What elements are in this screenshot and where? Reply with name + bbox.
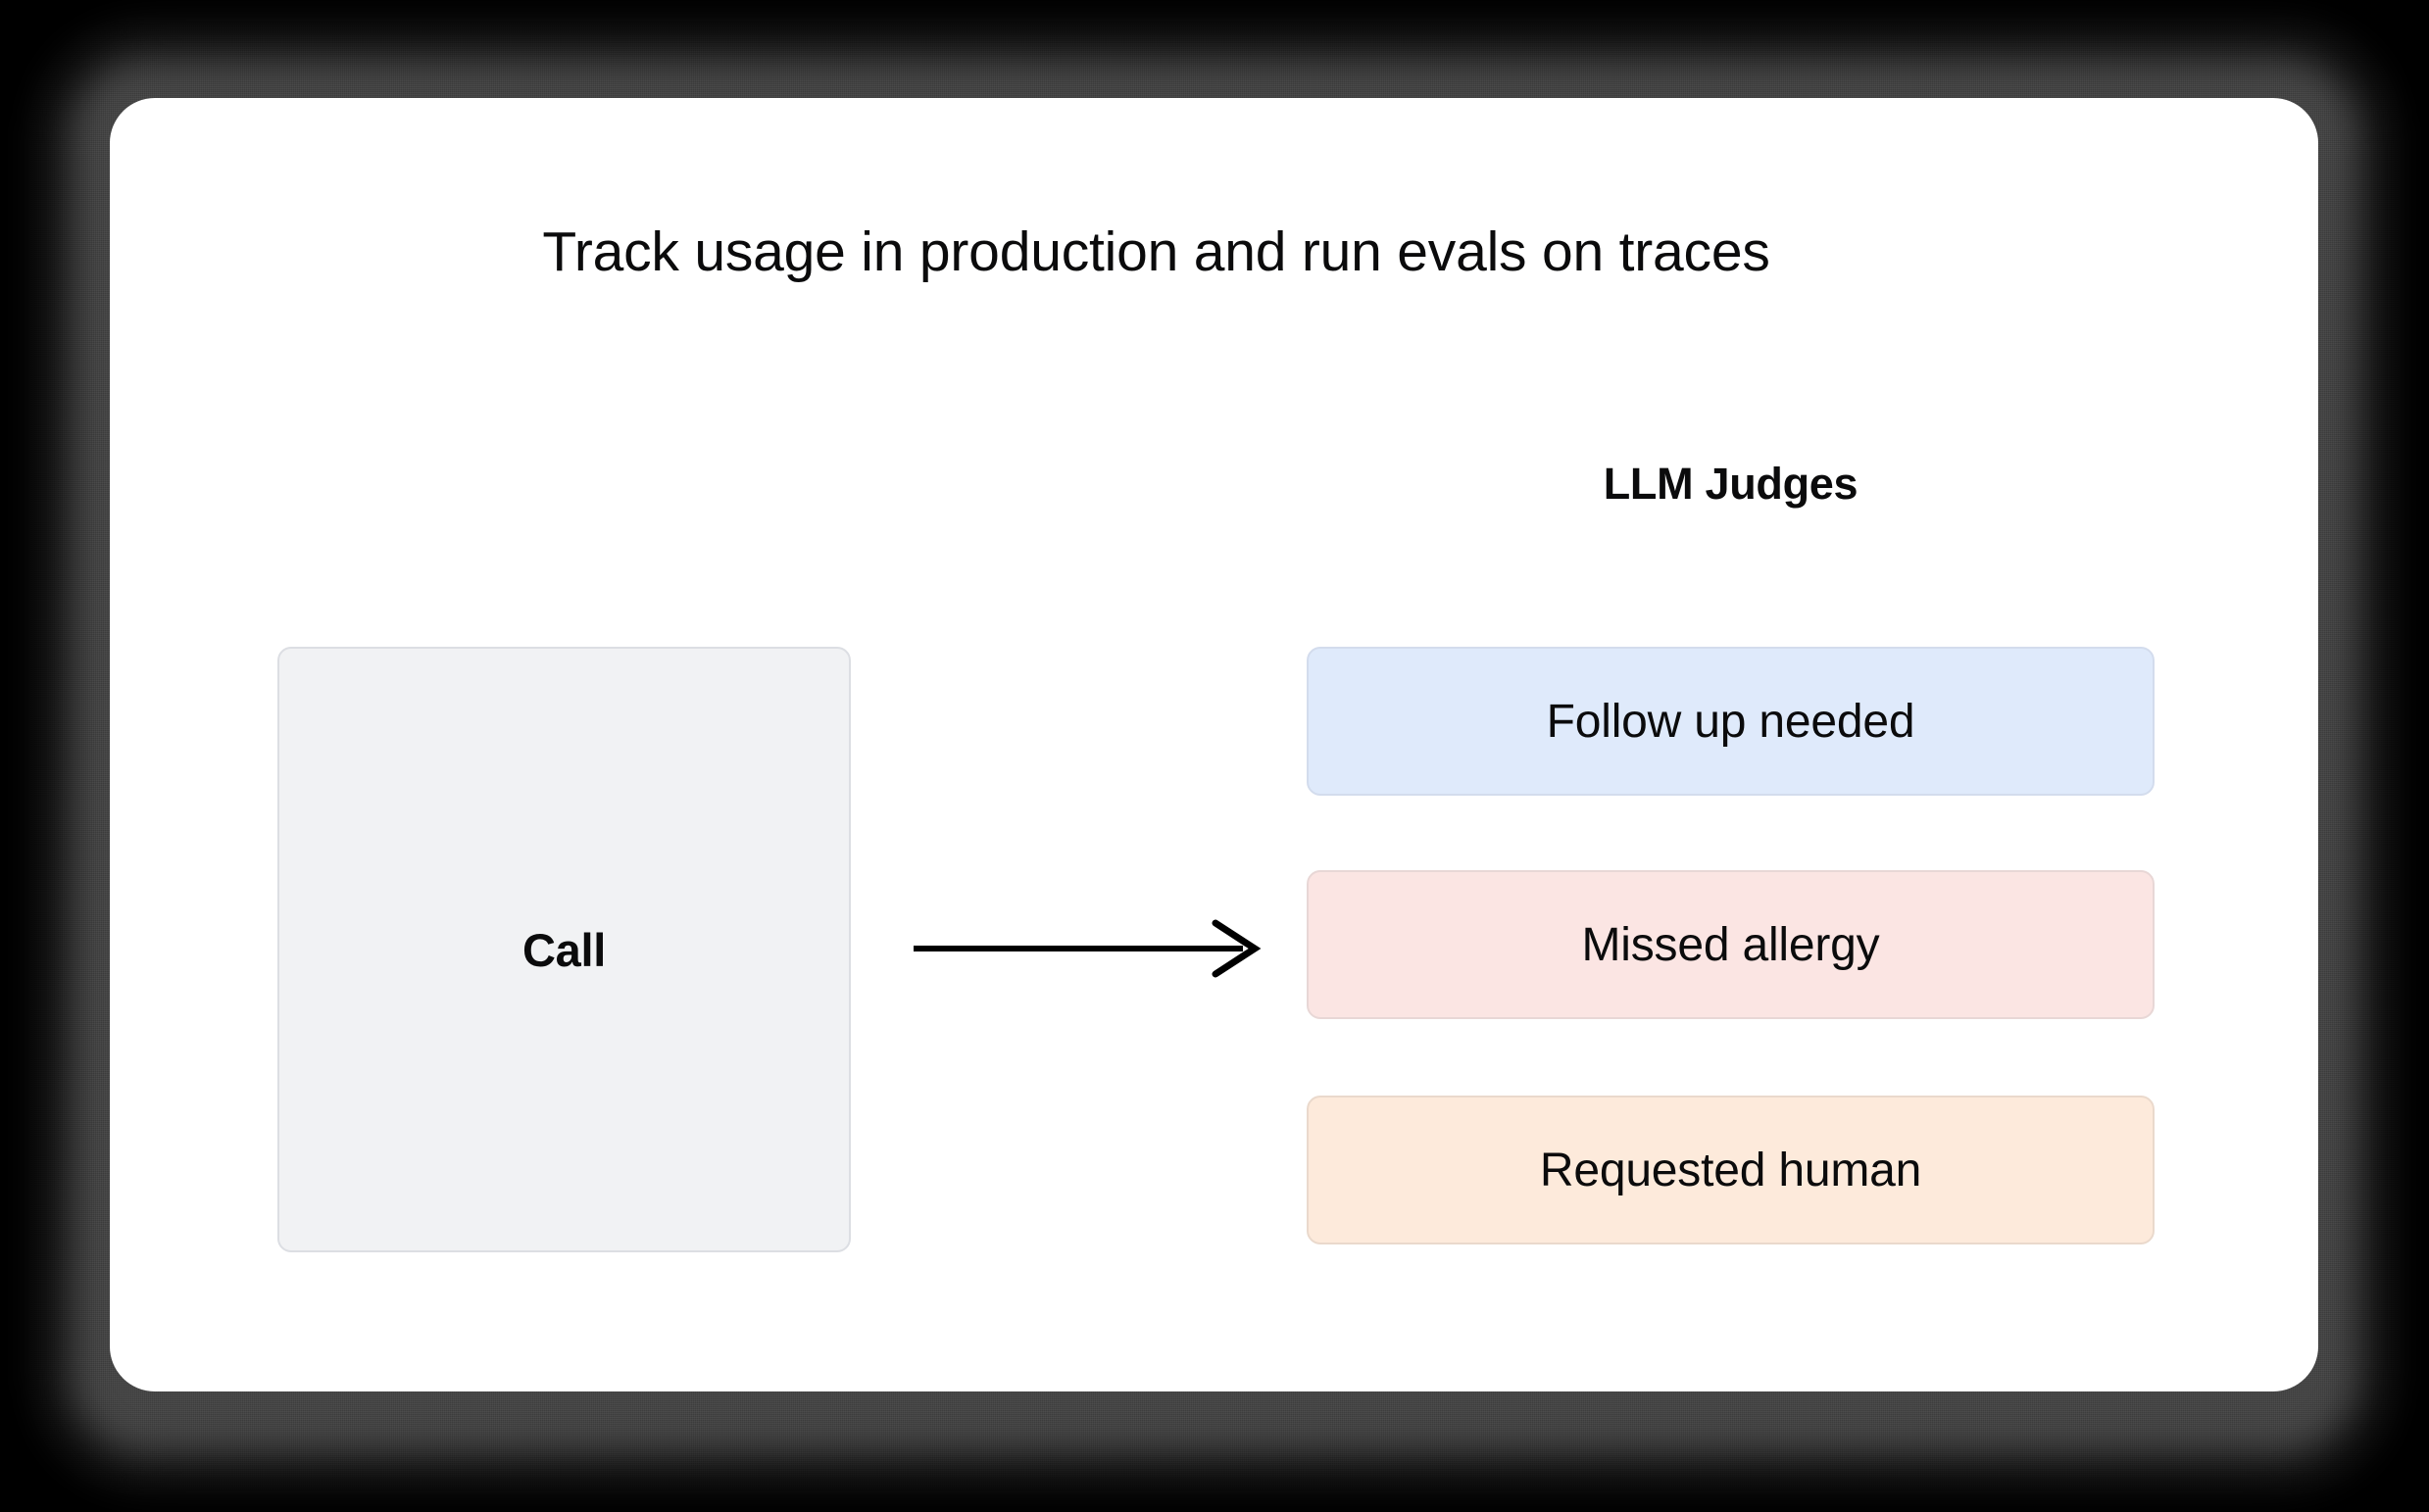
llm-judges-heading: LLM Judges [1603, 459, 1859, 509]
judge-pill-label: Missed allergy [1581, 918, 1880, 971]
judge-pill-requested-human[interactable]: Requested human [1307, 1096, 2155, 1244]
call-node-label: Call [522, 923, 606, 976]
judge-pill-missed-allergy[interactable]: Missed allergy [1307, 870, 2155, 1019]
judge-pill-label: Follow up needed [1546, 695, 1915, 748]
arrow-right-icon [914, 919, 1262, 978]
judge-pill-label: Requested human [1539, 1144, 1922, 1196]
call-node[interactable]: Call [277, 647, 851, 1252]
page-title: Track usage in production and run evals … [542, 220, 1770, 283]
judge-pill-follow-up-needed[interactable]: Follow up needed [1307, 647, 2155, 796]
diagram-card: Track usage in production and run evals … [110, 98, 2318, 1391]
